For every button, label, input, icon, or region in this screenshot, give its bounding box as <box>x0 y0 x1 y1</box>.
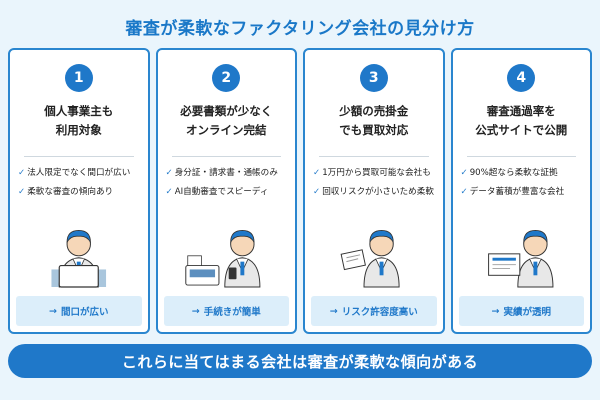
list-item: ✓柔軟な審査の傾向あり <box>18 187 114 197</box>
card-points: ✓1万円から買取可能な会社も ✓回収リスクが小さいため柔軟 <box>313 164 441 202</box>
card-heading: 少額の売掛金 でも買取対応 <box>339 104 409 137</box>
list-item: ✓身分証・請求書・通帳のみ <box>165 168 278 178</box>
person-document-icon <box>325 208 423 288</box>
card-footer: → 手続きが簡単 <box>163 296 289 326</box>
card-2: 2 必要書類が少なく オンライン完結 ✓身分証・請求書・通帳のみ ✓AI自動審査… <box>155 48 297 334</box>
list-item: ✓1万円から買取可能な会社も <box>313 168 431 178</box>
card-points: ✓90%超なら柔軟な証拠 ✓データ蓄積が豊富な会社 <box>461 164 589 202</box>
check-icon: ✓ <box>18 187 26 197</box>
card-heading: 審査通過率を 公式サイトで公開 <box>475 104 568 137</box>
check-icon: ✓ <box>460 168 468 178</box>
card-footer: → 実績が透明 <box>458 296 584 326</box>
card-number-badge: 4 <box>507 64 536 92</box>
arrow-right-icon: → <box>491 305 500 317</box>
list-item: ✓90%超なら柔軟な証拠 <box>460 168 558 178</box>
card-divider <box>319 156 429 157</box>
card-footer: → リスク許容度高い <box>311 296 437 326</box>
card-number-badge: 3 <box>359 64 388 92</box>
arrow-right-icon: → <box>329 305 338 317</box>
check-icon: ✓ <box>18 168 26 178</box>
list-item: ✓AI自動審査でスピーディ <box>165 187 269 197</box>
check-icon: ✓ <box>165 187 173 197</box>
check-icon: ✓ <box>313 168 321 178</box>
card-divider <box>171 156 281 157</box>
list-item: ✓法人限定でなく間口が広い <box>18 168 131 178</box>
person-laptop-icon <box>30 208 128 288</box>
check-icon: ✓ <box>165 168 173 178</box>
card-points: ✓身分証・請求書・通帳のみ ✓AI自動審査でスピーディ <box>166 164 294 202</box>
card-1: 1 個人事業主も 利用対象 ✓法人限定でなく間口が広い ✓柔軟な審査の傾向あり … <box>8 48 150 334</box>
check-icon: ✓ <box>313 187 321 197</box>
card-divider <box>466 156 576 157</box>
card-heading: 必要書類が少なく オンライン完結 <box>180 104 273 137</box>
card-points: ✓法人限定でなく間口が広い ✓柔軟な審査の傾向あり <box>18 164 146 202</box>
check-icon: ✓ <box>460 187 468 197</box>
card-divider <box>24 156 134 157</box>
card-3: 3 少額の売掛金 でも買取対応 ✓1万円から買取可能な会社も ✓回収リスクが小さ… <box>303 48 445 334</box>
list-item: ✓データ蓄積が豊富な会社 <box>460 187 565 197</box>
list-item: ✓回収リスクが小さいため柔軟 <box>313 187 434 197</box>
arrow-right-icon: → <box>191 305 200 317</box>
summary-banner: これらに当てはまる会社は審査が柔軟な傾向がある <box>8 344 592 378</box>
card-grid: 1 個人事業主も 利用対象 ✓法人限定でなく間口が広い ✓柔軟な審査の傾向あり … <box>8 48 592 334</box>
card-4: 4 審査通過率を 公式サイトで公開 ✓90%超なら柔軟な証拠 ✓データ蓄積が豊富… <box>450 48 592 334</box>
person-smartphone-icon <box>178 208 276 288</box>
arrow-right-icon: → <box>49 305 57 317</box>
card-number-badge: 2 <box>212 64 241 92</box>
page-title: 審査が柔軟なファクタリング会社の見分け方 <box>125 19 475 39</box>
card-number-badge: 1 <box>64 64 93 92</box>
card-footer: → 間口が広い <box>16 296 142 326</box>
person-certificate-icon <box>473 208 571 288</box>
card-heading: 個人事業主も 利用対象 <box>44 104 114 137</box>
